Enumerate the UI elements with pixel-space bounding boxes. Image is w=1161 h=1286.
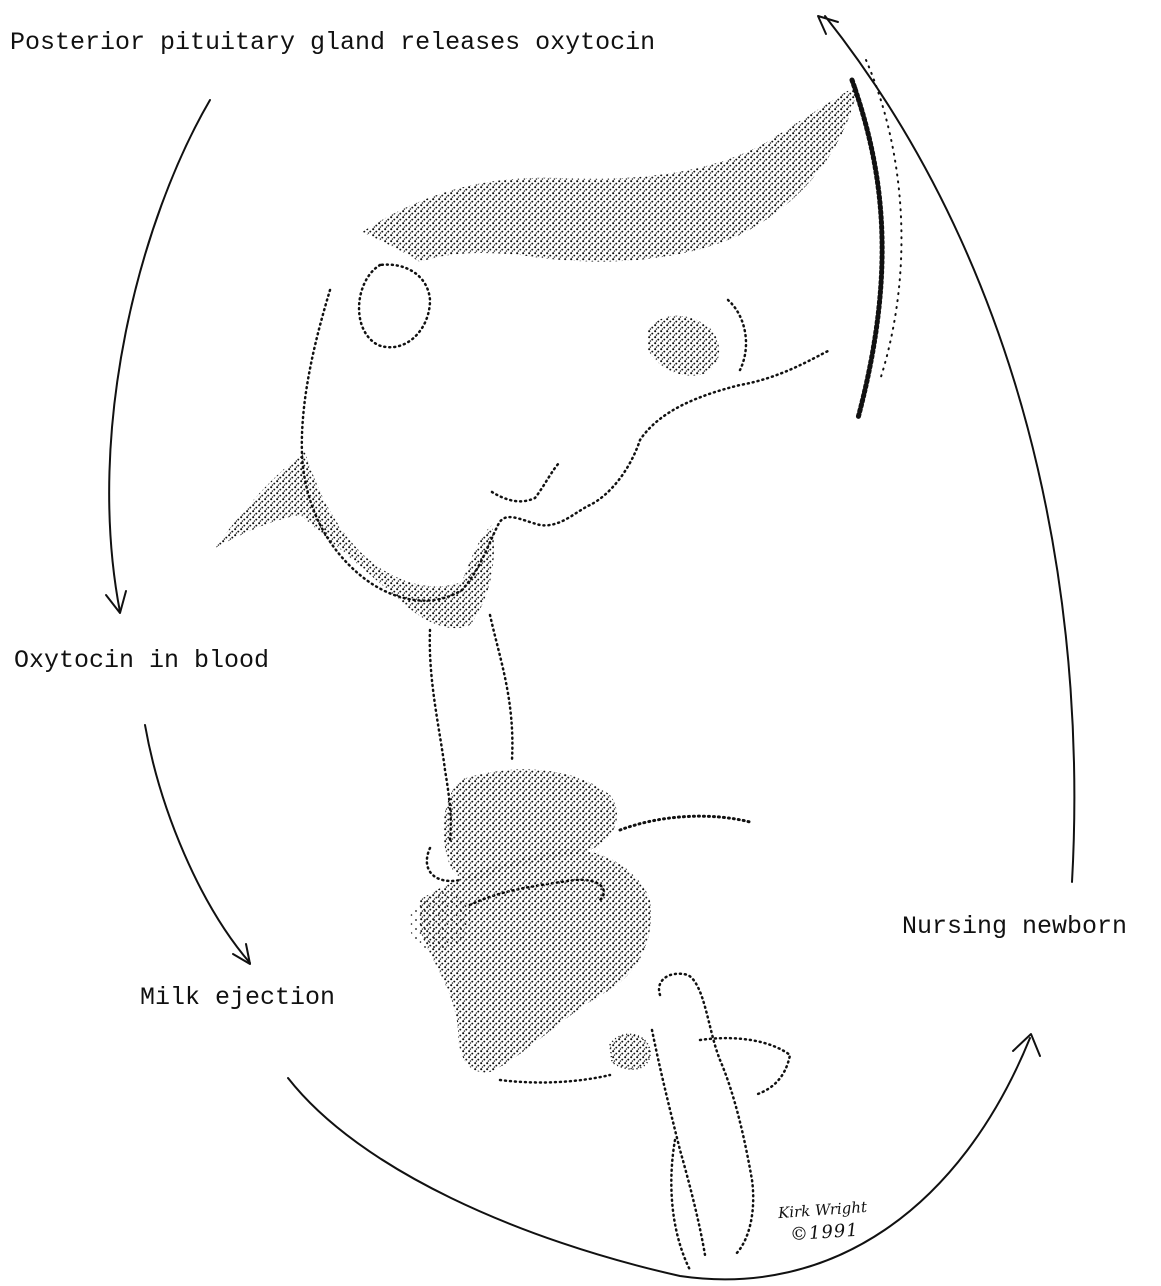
mother-hair-strand-outer	[866, 60, 901, 380]
infant-hand	[659, 974, 753, 1255]
mother-hair-strand	[852, 80, 882, 418]
nursing-illustration	[215, 60, 901, 1270]
infant-body	[671, 1140, 690, 1270]
label-milk-ejection: Milk ejection	[140, 985, 335, 1010]
mother-ear	[359, 265, 430, 348]
mother-hair	[362, 85, 858, 262]
arrow-blood-to-milk	[145, 725, 250, 964]
label-oxytocin-in-blood: Oxytocin in blood	[14, 648, 269, 673]
mother-neck-back	[490, 615, 512, 760]
arrow-milk-to-newborn	[288, 1034, 1040, 1279]
label-nursing-newborn: Nursing newborn	[902, 914, 1127, 939]
infant-ear	[610, 1034, 650, 1069]
arrow-newborn-to-pituitary	[818, 16, 1074, 882]
infant-hand-inner	[652, 1030, 705, 1255]
mother-jaw-shading	[215, 452, 494, 628]
mother-lip	[492, 462, 560, 501]
arrow-pituitary-to-blood	[106, 100, 210, 613]
mother-brow	[728, 300, 746, 370]
infant-face	[500, 1075, 610, 1082]
infant-arm	[700, 1038, 790, 1095]
mother-shoulder	[620, 816, 750, 830]
mother-eye	[648, 316, 719, 376]
label-posterior-pituitary: Posterior pituitary gland releases oxyto…	[10, 30, 655, 55]
mother-face	[302, 290, 830, 601]
